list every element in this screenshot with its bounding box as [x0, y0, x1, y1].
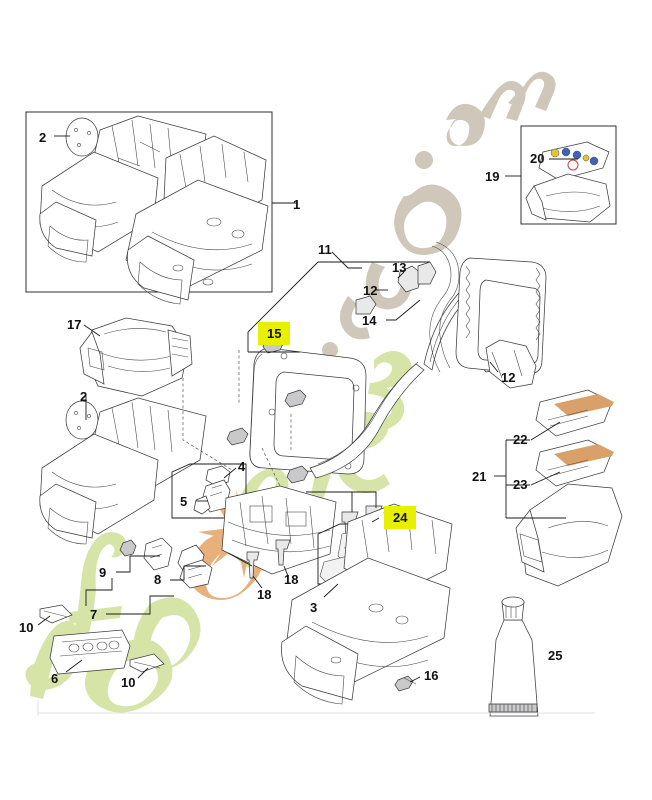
watermark-suffix-com — [322, 71, 556, 358]
callout-19[interactable]: 19 — [485, 169, 500, 184]
hose-13 — [429, 245, 452, 373]
leader-16 — [409, 676, 421, 683]
callout-3[interactable]: 3 — [310, 600, 318, 615]
bracket-7-right — [106, 595, 174, 615]
leader-6 — [65, 659, 83, 673]
callout-11[interactable]: 11 — [318, 242, 332, 257]
callout-13[interactable]: 13 — [392, 260, 407, 275]
leader-18b — [283, 565, 289, 577]
leader-23 — [530, 471, 561, 486]
leader-13 — [397, 271, 405, 279]
leader-22 — [530, 421, 561, 441]
callout-12a[interactable]: 12 — [363, 283, 378, 298]
group-box-clips — [171, 463, 247, 519]
group-box-top-housing — [25, 111, 273, 293]
callout-20[interactable]: 20 — [530, 151, 545, 166]
bracket-8 — [170, 565, 206, 581]
callout-25[interactable]: 25 — [548, 648, 563, 663]
leader-10a — [37, 615, 51, 626]
callout-16[interactable]: 16 — [424, 668, 439, 683]
callout-1[interactable]: 1 — [293, 197, 301, 212]
leader-11 — [331, 251, 362, 269]
guide-cover-to-clip — [182, 378, 233, 471]
leader-3 — [323, 583, 339, 598]
callout-14[interactable]: 14 — [362, 313, 377, 328]
callout-24-highlighted[interactable]: 24 — [384, 506, 417, 529]
bracket-7-left — [85, 578, 113, 606]
leader-18-chassis — [227, 552, 253, 567]
bottom-chassis — [281, 503, 453, 705]
callout-21[interactable]: 21 — [472, 469, 487, 484]
callout-10b[interactable]: 10 — [121, 675, 136, 690]
callout-18a[interactable]: 18 — [257, 587, 272, 602]
bracket-24-a — [306, 491, 353, 512]
callout-2a[interactable]: 2 — [39, 130, 47, 145]
leader-10b — [137, 667, 149, 679]
screws-18 — [246, 539, 291, 579]
bracket-11-top — [247, 261, 430, 333]
warning-decal-20 — [550, 147, 599, 171]
decal-22 — [535, 389, 614, 437]
callout-22[interactable]: 22 — [513, 432, 528, 447]
callout-2b[interactable]: 2 — [80, 389, 88, 404]
leader-18a — [252, 575, 263, 589]
leader-24 — [371, 517, 380, 523]
right-handle-frame — [455, 257, 547, 389]
part-21-cover — [515, 483, 623, 587]
lower-housing-left — [39, 397, 207, 545]
callout-5[interactable]: 5 — [180, 494, 188, 509]
part-25-grease-tube — [488, 596, 539, 717]
callout-15-highlighted[interactable]: 15 — [258, 322, 291, 345]
bracket-9 — [116, 555, 160, 573]
callout-8[interactable]: 8 — [154, 572, 162, 587]
bracket-24-b — [352, 491, 377, 508]
callout-4[interactable]: 4 — [238, 459, 246, 474]
callout-23[interactable]: 23 — [513, 477, 528, 492]
callout-12b[interactable]: 12 — [501, 370, 516, 385]
housing-upper-left — [39, 115, 207, 263]
part-17-top-cover — [79, 317, 193, 397]
callout-7[interactable]: 7 — [90, 607, 98, 622]
callout-9[interactable]: 9 — [99, 565, 107, 580]
leader-14 — [386, 299, 421, 321]
callout-10a[interactable]: 10 — [19, 620, 34, 635]
callout-18b[interactable]: 18 — [284, 572, 299, 587]
leader-12b — [489, 361, 499, 373]
leader-4 — [223, 467, 237, 479]
housing-upper-right — [125, 135, 269, 305]
guide-chassis — [261, 447, 281, 487]
small-parts-row — [39, 537, 213, 675]
leader-17 — [83, 324, 101, 337]
group-box-label-kit — [520, 125, 617, 225]
callout-6[interactable]: 6 — [51, 671, 59, 686]
callout-17[interactable]: 17 — [67, 317, 82, 332]
